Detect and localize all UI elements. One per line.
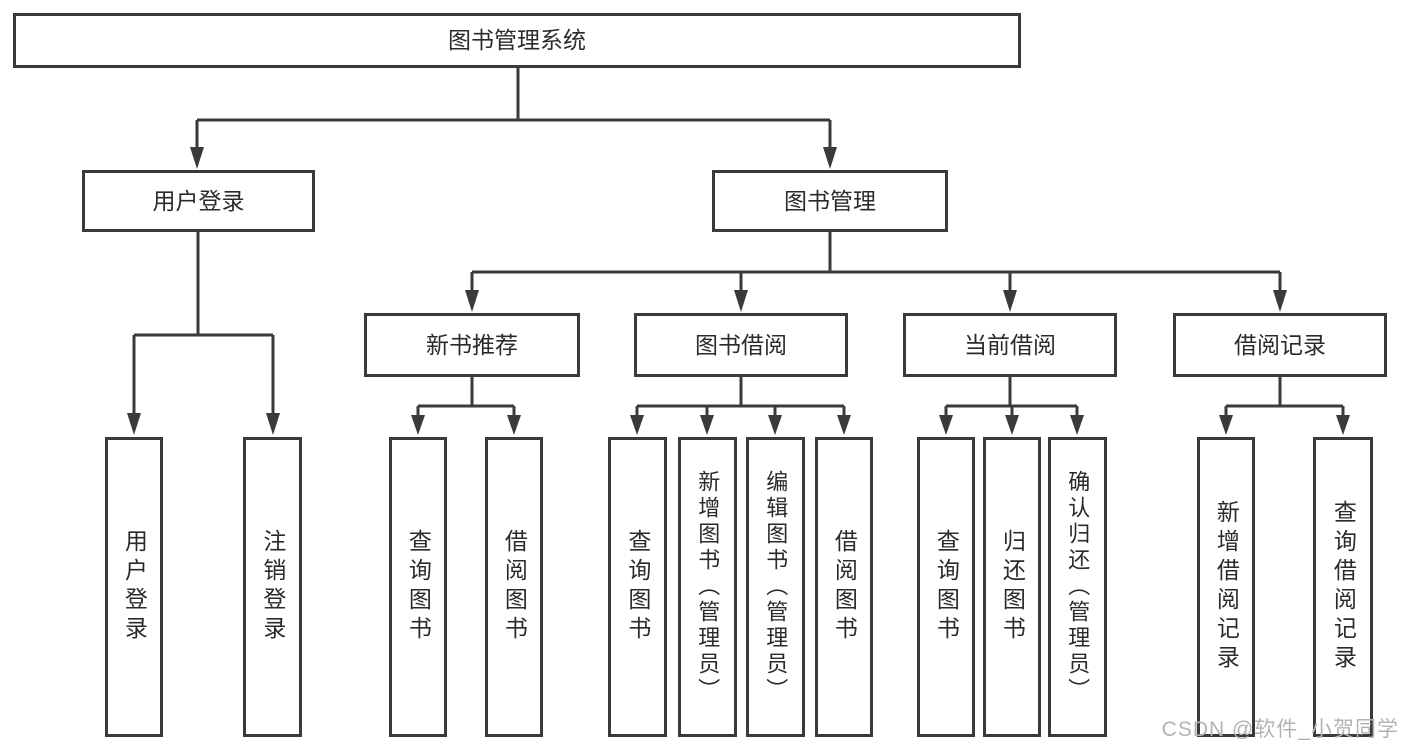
node-borrowing-records: 借阅记录 [1173,313,1387,377]
node-query-borrow-record: 查询借阅记录 [1313,437,1373,737]
node-query-books-recommend: 查询图书 [389,437,447,737]
node-edit-books-admin: 编辑图书（管理员） [746,437,805,737]
node-confirm-return-admin: 确认归还（管理员） [1048,437,1107,737]
node-label: 借阅图书 [501,529,528,645]
node-label: 用户登录 [152,187,245,214]
node-label: 查询图书 [624,529,651,645]
node-label: 图书管理系统 [448,27,586,54]
node-label: 图书管理 [784,187,876,214]
node-label: 新增借阅记录 [1213,500,1240,674]
node-library-management-system: 图书管理系统 [13,13,1021,68]
node-label: 编辑图书（管理员） [763,470,789,704]
node-user-login-branch: 用户登录 [82,170,315,232]
node-current-borrowing: 当前借阅 [903,313,1117,377]
node-book-borrowing: 图书借阅 [634,313,848,377]
node-add-books-admin: 新增图书（管理员） [678,437,737,737]
node-logout: 注销登录 [243,437,302,737]
node-label: 新增图书（管理员） [695,470,721,704]
node-label: 查询借阅记录 [1330,500,1357,674]
node-query-books-current: 查询图书 [917,437,975,737]
node-label: 归还图书 [999,529,1026,645]
node-label: 用户登录 [121,529,148,645]
node-book-management-branch: 图书管理 [712,170,948,232]
node-label: 借阅图书 [831,529,858,645]
node-add-borrow-record: 新增借阅记录 [1197,437,1255,737]
node-label: 查询图书 [405,529,432,645]
csdn-watermark: CSDN @软件_小贺同学 [1161,718,1399,741]
node-query-books-borrowing: 查询图书 [608,437,667,737]
node-label: 注销登录 [259,529,286,645]
node-borrow-books-borrowing: 借阅图书 [815,437,873,737]
node-borrow-books-recommend: 借阅图书 [485,437,543,737]
node-label: 借阅记录 [1234,331,1326,358]
node-label: 图书借阅 [695,331,787,358]
node-label: 查询图书 [933,529,960,645]
node-label: 当前借阅 [964,331,1056,358]
node-label: 新书推荐 [426,331,518,358]
node-new-book-recommendation: 新书推荐 [364,313,580,377]
arrowhead-icons [127,147,1350,435]
node-label: 确认归还（管理员） [1065,470,1091,704]
node-return-books: 归还图书 [983,437,1041,737]
node-user-login: 用户登录 [105,437,163,737]
